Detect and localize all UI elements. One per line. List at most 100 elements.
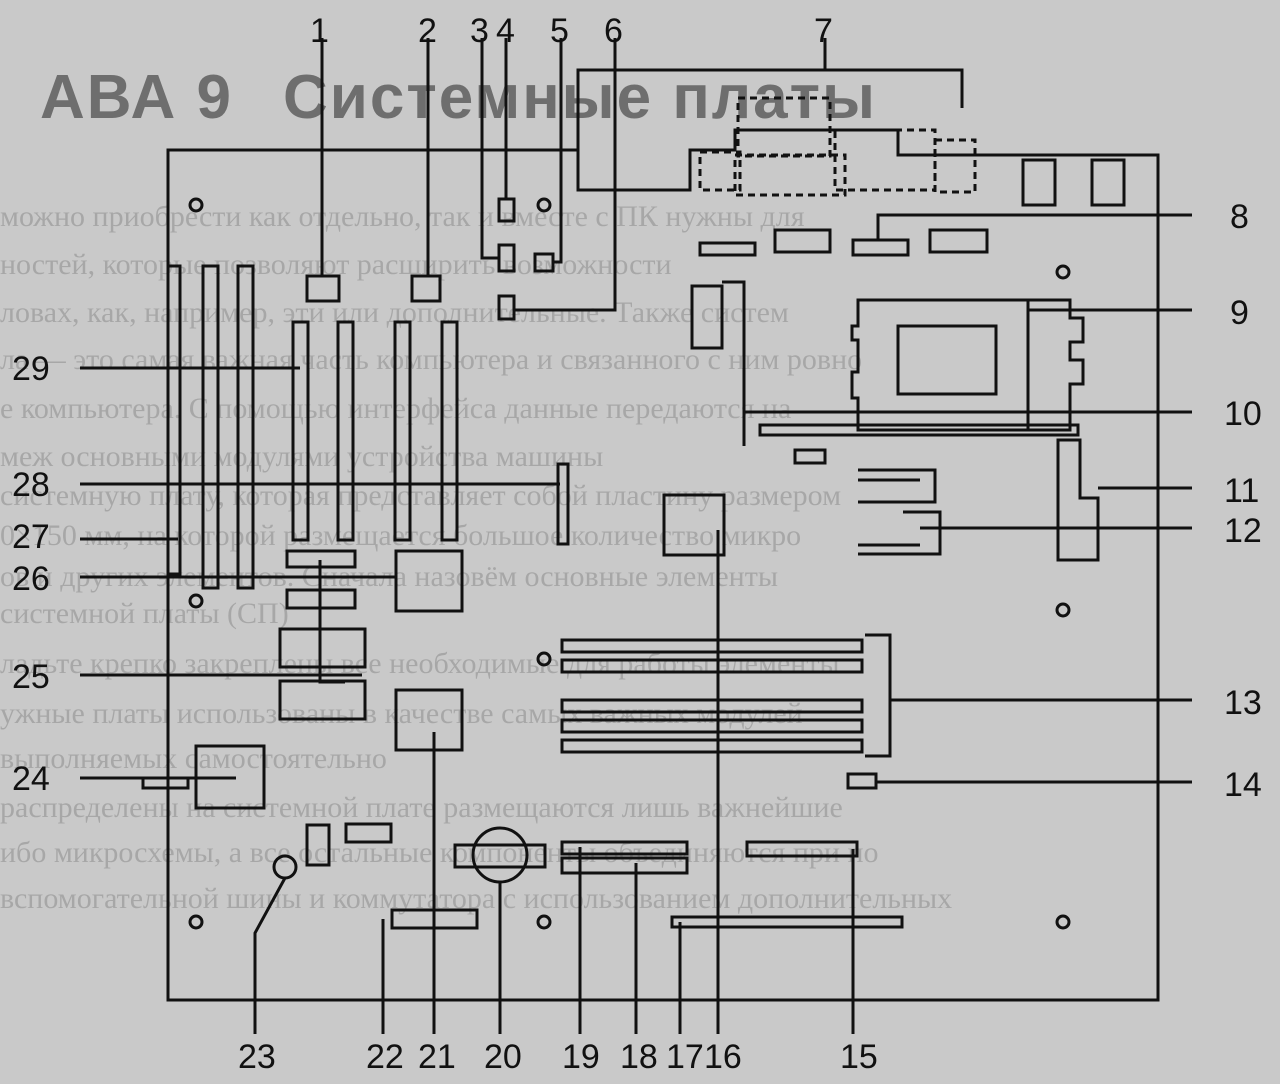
callout-22: 22 <box>366 1038 404 1076</box>
jumper-6 <box>497 294 516 321</box>
callout-11: 11 <box>1224 472 1260 510</box>
connector-vertical <box>690 284 724 350</box>
callout-14: 14 <box>1224 766 1262 804</box>
chip-2 <box>410 274 442 303</box>
header-right <box>1056 438 1100 562</box>
callout-6: 6 <box>604 12 623 50</box>
battery <box>471 826 529 884</box>
pci-slot <box>336 320 355 542</box>
connector-17 <box>670 915 904 929</box>
callout-1: 1 <box>310 12 329 50</box>
mount-hole <box>536 651 552 667</box>
dimm-slot <box>560 638 864 654</box>
connector <box>698 241 757 257</box>
jumper-4 <box>497 197 516 223</box>
callout-12: 12 <box>1224 512 1262 550</box>
chipset-16 <box>662 493 726 557</box>
dimm-slot <box>560 738 864 754</box>
mount-hole <box>1055 602 1071 618</box>
dimm-slot <box>560 658 864 674</box>
callout-23: 23 <box>238 1038 276 1076</box>
small-chip <box>793 448 827 465</box>
callout-15: 15 <box>840 1038 878 1076</box>
led-23 <box>272 854 298 880</box>
battery-holder <box>453 843 547 869</box>
callout-24: 24 <box>12 760 50 798</box>
chip-25b <box>278 679 367 721</box>
jumper-3 <box>497 243 516 273</box>
dashed-connector-top <box>736 96 832 158</box>
slot-28 <box>556 462 570 546</box>
callout-7: 7 <box>814 12 833 50</box>
connector <box>851 238 910 257</box>
background-text-line: системной платы (СП) <box>0 597 289 630</box>
isa-slot <box>236 264 255 590</box>
bracket-13 <box>865 633 892 758</box>
callout-19: 19 <box>562 1038 600 1076</box>
connector-12 <box>858 510 942 556</box>
chip-small-2 <box>305 823 331 867</box>
callout-5: 5 <box>550 12 569 50</box>
pci-slot <box>393 320 412 542</box>
mount-hole <box>1055 914 1071 930</box>
callout-17: 17 <box>666 1038 704 1076</box>
callout-27: 27 <box>12 518 50 556</box>
mount-hole <box>536 197 552 213</box>
connector <box>773 228 832 254</box>
cpu-core <box>896 324 998 396</box>
floppy-connector <box>745 840 859 858</box>
cpu-socket <box>850 298 1085 432</box>
mount-hole <box>536 914 552 930</box>
chip-26 <box>394 549 464 613</box>
callout-26: 26 <box>12 560 50 598</box>
background-text-line: можно приобрести как отдельно, так и вме… <box>0 200 805 233</box>
dashed-connector-right <box>833 128 937 192</box>
callout-20: 20 <box>484 1038 522 1076</box>
dimm-slot <box>560 698 864 714</box>
isa-slot <box>166 264 182 576</box>
background-text-line: ибо микросхемы, а все остальные компонен… <box>0 836 879 869</box>
mount-hole <box>1055 264 1071 280</box>
callout-4: 4 <box>496 12 515 50</box>
chapter-number: АВА 9 <box>40 63 233 132</box>
callout-2: 2 <box>418 12 437 50</box>
background-text-line: выполняемых самостоятельно <box>0 742 387 775</box>
callout-8: 8 <box>1230 198 1249 236</box>
background-text-line: распределены на системной плате размещаю… <box>0 791 843 824</box>
callout-21: 21 <box>418 1038 456 1076</box>
isa-slot <box>201 264 220 590</box>
board-outline <box>166 128 1160 1002</box>
background-text-line: меж основными модулями устройства машины <box>0 440 604 473</box>
cpu-rail <box>758 423 1080 437</box>
pci-slot <box>440 320 459 542</box>
callout-16: 16 <box>704 1038 742 1076</box>
leader-lines <box>80 38 1192 1034</box>
ide-connector <box>560 840 689 856</box>
callout-9: 9 <box>1230 294 1249 332</box>
connector-11 <box>858 468 937 504</box>
callout-3: 3 <box>470 12 489 50</box>
pci-slot <box>291 320 310 542</box>
chip-21 <box>394 688 464 752</box>
chip-1 <box>305 274 341 303</box>
connector-14 <box>846 772 878 790</box>
dashed-connector-mid <box>733 153 847 197</box>
ide-connector-2 <box>560 856 689 875</box>
dashed-connector-left <box>698 150 742 192</box>
connector <box>928 228 989 254</box>
dimm-slot <box>560 718 864 734</box>
callout-25: 25 <box>12 658 50 696</box>
background-text-line: 0×150 мм, на которой размещается большое… <box>0 519 802 552</box>
dashed-connector-far <box>933 138 977 194</box>
mount-hole <box>188 593 204 609</box>
chip-small-3 <box>344 822 393 844</box>
callout-28: 28 <box>12 466 50 504</box>
port-1 <box>1021 158 1057 207</box>
bracket-7 <box>576 68 964 150</box>
port-2 <box>1090 158 1126 207</box>
callout-29: 29 <box>12 350 50 388</box>
mount-hole <box>188 197 204 213</box>
callout-13: 13 <box>1224 684 1262 722</box>
callout-10: 10 <box>1224 395 1262 433</box>
